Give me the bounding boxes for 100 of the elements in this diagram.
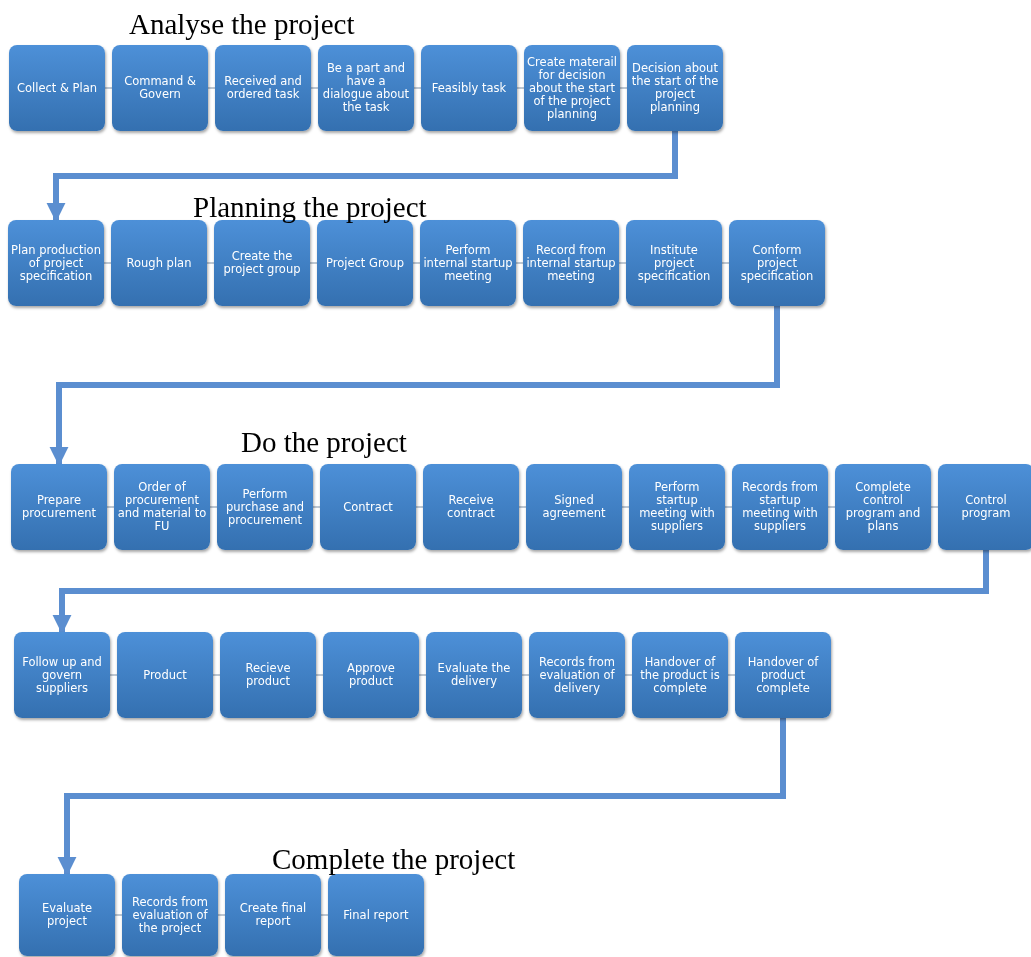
step-text: Command & Govern [123,75,197,101]
connector-line [106,506,115,508]
process-box [114,464,210,550]
connector-line [621,506,630,508]
process-box [320,464,416,550]
arrow [52,550,989,634]
connector-line [103,262,112,264]
connector-line [418,674,427,676]
process-box [217,464,313,550]
step-text: Conform project specification [739,243,815,283]
connector-line [724,506,733,508]
process-box [9,45,105,131]
process-box [225,874,321,956]
process-box [627,45,723,131]
section-heading: Complete the project [272,843,516,875]
connector-line [415,506,424,508]
arrow [57,718,786,876]
step-text: Evaluate project [40,902,94,928]
step-text: Create the project group [222,250,302,276]
process-box [19,874,115,956]
step-text: Collect & Plan [16,81,98,95]
process-box [328,874,424,956]
connector-line [521,674,530,676]
process-box [8,220,104,306]
connector-line [827,506,836,508]
process-box [835,464,931,550]
step-text: Evaluate the delivery [436,662,512,688]
connector-line [312,506,321,508]
process-box [526,464,622,550]
connector-line [217,914,226,916]
process-box [529,632,625,718]
step-text: Perform purchase and procurement [224,487,306,527]
process-box [421,45,517,131]
step-text: Records from evaluation of delivery [537,655,617,695]
process-box [14,632,110,718]
connector-line [930,506,939,508]
step-text: Product [143,668,187,682]
step-text: Perform startup meeting with suppliers [638,481,716,533]
process-box [523,220,619,306]
step-text: Received and ordered task [223,75,303,101]
step-text: Handover of product complete [746,655,820,695]
step-text: Records from evaluation of the project [130,895,210,935]
step-text: Decision about the start of the project planning [630,62,720,114]
arrow [46,131,678,222]
step-text: Contract [343,500,393,514]
process-box [323,632,419,718]
connector-line [412,262,421,264]
process-box [729,220,825,306]
connector-line [310,87,319,89]
connector-line [515,262,524,264]
step-text: Receive contract [446,494,496,520]
connector-line [114,914,123,916]
step-text: Complete control program and plans [844,481,922,533]
section-heading: Analyse the project [129,8,355,40]
process-box [215,45,311,131]
connector-line [518,506,527,508]
step-text: Signed agreement [541,494,607,520]
connector-line [209,506,218,508]
step-text: Project Group [326,256,404,270]
step-text: Plan production of project specification [11,243,101,283]
process-box [122,874,218,956]
connector-line [309,262,318,264]
process-box [426,632,522,718]
process-box [732,464,828,550]
step-text: Order of procurement and material to FU [117,481,207,533]
process-box [735,632,831,718]
process-box [632,632,728,718]
process-box [938,464,1031,550]
process-box [524,45,620,131]
step-text: Rough plan [126,256,192,270]
step-text: Handover of the product is complete [639,655,721,695]
section-heading: Do the project [241,426,407,458]
process-box [112,45,208,131]
step-text: Control program [960,494,1012,520]
step-text: Feasibly task [431,81,507,95]
connector-line [320,914,329,916]
step-text: Record from internal startup meeting [526,243,616,283]
step-text: Create final report [238,902,308,928]
process-box [220,632,316,718]
connector-line [619,87,628,89]
connector-line [413,87,422,89]
process-box [629,464,725,550]
connector-line [721,262,730,264]
connector-line [104,87,113,89]
step-text: Institute project specification [636,243,712,283]
connector-line [315,674,324,676]
arrow [49,306,780,466]
step-text: Final report [343,908,409,922]
step-text: Perform internal startup meeting [423,243,513,283]
process-box [11,464,107,550]
step-text: Be a part and have a dialogue about the task [321,62,411,114]
process-box [626,220,722,306]
connector-line [516,87,525,89]
connector-line [727,674,736,676]
step-text: Follow up and govern suppliers [21,655,103,695]
connector-line [212,674,221,676]
step-text: Prepare procurement [20,494,98,520]
connector-line [206,262,215,264]
process-box [423,464,519,550]
process-box [318,45,414,131]
